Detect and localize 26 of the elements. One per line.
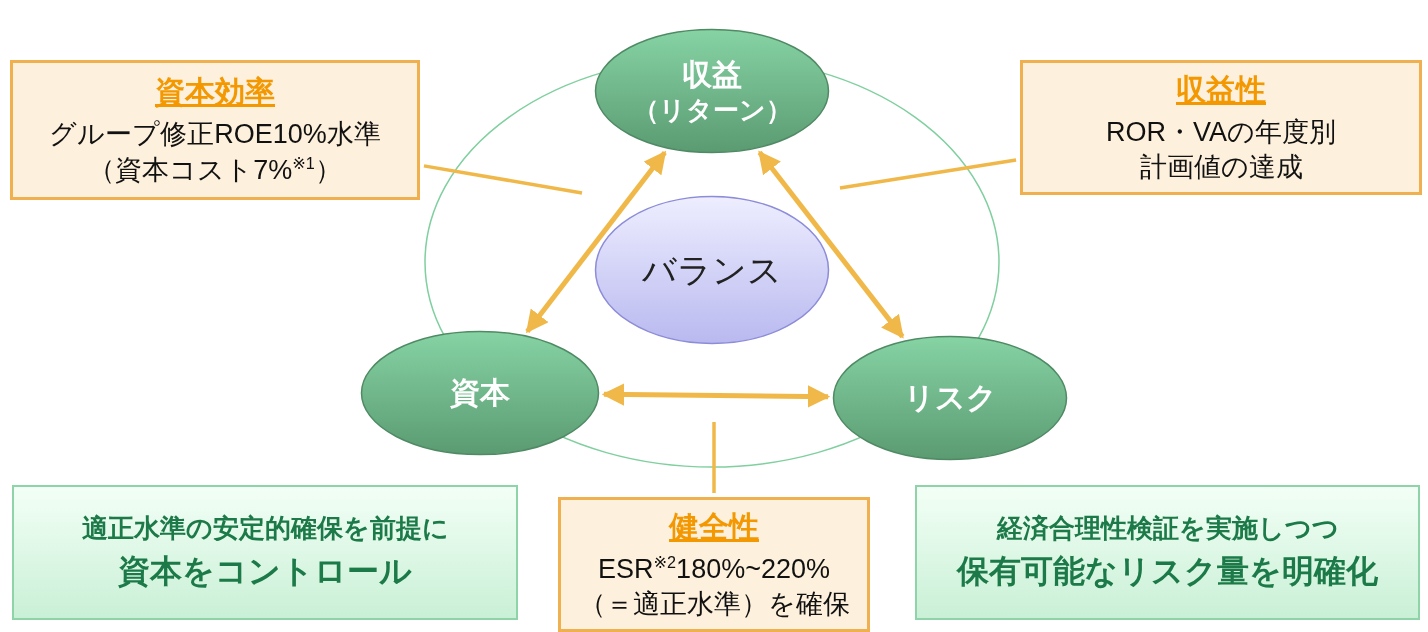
box-text: ROR・VAの年度別計画値の達成 xyxy=(1105,115,1337,184)
leader-line xyxy=(423,164,583,195)
node-label: リスク xyxy=(903,380,997,417)
node-label: バランス xyxy=(642,249,782,291)
summary-text: 適正水準の安定的確保を前提に xyxy=(81,512,449,546)
box-heading: 資本効率 xyxy=(155,74,275,111)
leader-line xyxy=(839,158,1017,190)
info-box xyxy=(558,497,870,632)
double-arrow xyxy=(525,150,667,334)
node-label: 収益 xyxy=(682,57,742,93)
box-heading: 健全性 xyxy=(669,508,759,545)
summary-box xyxy=(915,485,1420,620)
leader-line xyxy=(712,422,716,493)
summary-text: 保有可能なリスク量を明確化 xyxy=(957,552,1378,592)
node-label: 資本 xyxy=(450,375,510,412)
box-heading: 収益性 xyxy=(1176,71,1266,108)
summary-text: 経済合理性検証を実施しつつ xyxy=(996,512,1339,546)
summary-text: 資本をコントロール xyxy=(118,552,412,592)
box-text: ESR$^{※2}$180%~220%（＝適正水準）を確保 xyxy=(577,551,851,621)
info-box xyxy=(1020,60,1422,195)
double-arrow xyxy=(757,150,905,339)
box-text: グループ修正ROE10%水準（資本コスト7%$^{※1}$） xyxy=(48,118,382,187)
info-box xyxy=(10,60,420,200)
summary-box xyxy=(12,485,518,620)
node-label: （リターン） xyxy=(632,93,792,126)
double-arrow xyxy=(601,383,831,408)
